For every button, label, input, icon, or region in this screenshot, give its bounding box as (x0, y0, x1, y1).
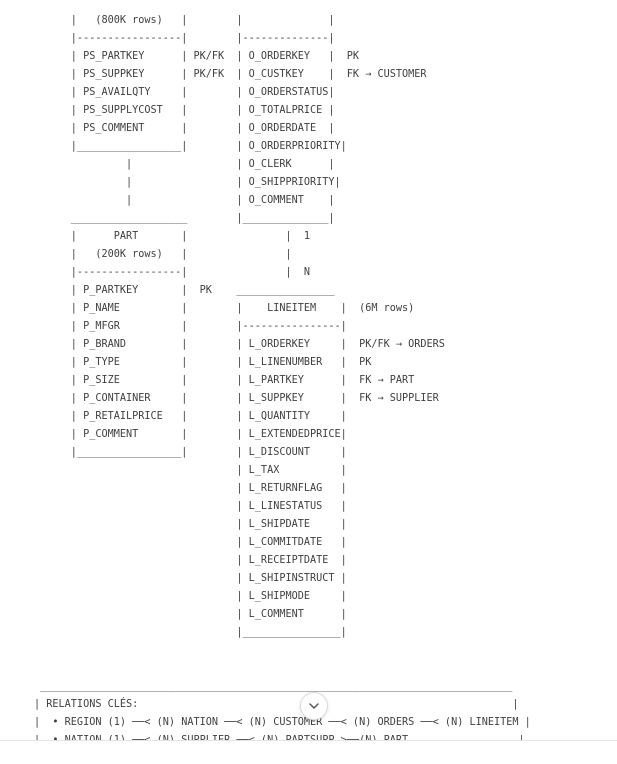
diagram-line: | PART | | 1 (34, 231, 311, 242)
diagram-line: |_________________| | L_DISCOUNT | (34, 447, 347, 458)
diagram-line: | P_RETAILPRICE | | L_QUANTITY | (34, 411, 347, 422)
diagram-line: | PS_SUPPLYCOST | | O_TOTALPRICE | (34, 105, 335, 116)
diagram-line: | P_BRAND | | L_ORDERKEY | PK/FK → ORDER… (34, 339, 445, 350)
diagram-line (34, 660, 531, 678)
diagram-line: | | O_CLERK | (34, 159, 335, 170)
diagram-line: | (800K rows) | | | (34, 15, 335, 26)
diagram-line: | | O_COMMENT | (34, 195, 335, 206)
diagram-line: | P_MFGR | |----------------| (34, 321, 347, 332)
diagram-line (34, 642, 531, 660)
diagram-line: |_________________| | O_ORDERPRIORITY| (34, 141, 347, 152)
message-bottom-edge (0, 740, 617, 764)
ascii-schema-diagram: | (800K rows) | | | |-----------------| … (34, 12, 531, 764)
diagram-line: | L_SHIPINSTRUCT | (34, 573, 347, 584)
diagram-line: | P_NAME | | LINEITEM | (6M rows) (34, 303, 415, 314)
diagram-line: | P_COMMENT | | L_EXTENDEDPRICE| (34, 429, 347, 440)
scroll-down-button[interactable] (300, 692, 328, 720)
diagram-line: | • REGION (1) ──< (N) NATION ──< (N) CU… (34, 717, 531, 728)
diagram-line: ___________________ |______________| (34, 213, 335, 224)
diagram-line: | P_PARTKEY | PK ________________ (34, 285, 335, 296)
diagram-line: | L_RECEIPTDATE | (34, 555, 347, 566)
diagram-line: | PS_COMMENT | | O_ORDERDATE | (34, 123, 335, 134)
diagram-line: | L_COMMENT | (34, 609, 347, 620)
diagram-line: | PS_AVAILQTY | | O_ORDERSTATUS| (34, 87, 335, 98)
diagram-line: | P_CONTAINER | | L_SUPPKEY | FK → SUPPL… (34, 393, 439, 404)
diagram-line: | L_TAX | (34, 465, 347, 476)
diagram-line: |________________| (34, 627, 347, 638)
diagram-line: | L_RETURNFLAG | (34, 483, 347, 494)
diagram-line: | PS_SUPPKEY | PK/FK | O_CUSTKEY | FK → … (34, 69, 427, 80)
diagram-line: |-----------------| | N (34, 267, 311, 278)
chevron-down-icon (309, 703, 319, 709)
diagram-line: | | O_SHIPPRIORITY| (34, 177, 341, 188)
diagram-line: | L_SHIPMODE | (34, 591, 347, 602)
diagram-line: | L_SHIPDATE | (34, 519, 347, 530)
diagram-line: | P_SIZE | | L_PARTKEY | FK → PART (34, 375, 415, 386)
diagram-line: | L_LINESTATUS | (34, 501, 347, 512)
diagram-line: | (200K rows) | | (34, 249, 292, 260)
diagram-line: | P_TYPE | | L_LINENUMBER | PK (34, 357, 372, 368)
diagram-line: |-----------------| |--------------| (34, 33, 335, 44)
diagram-line: ________________________________________… (34, 681, 513, 692)
diagram-line: | PS_PARTKEY | PK/FK | O_ORDERKEY | PK (34, 51, 360, 62)
diagram-line: | L_COMMITDATE | (34, 537, 347, 548)
diagram-line: | RELATIONS CLÉS: | (34, 699, 519, 710)
